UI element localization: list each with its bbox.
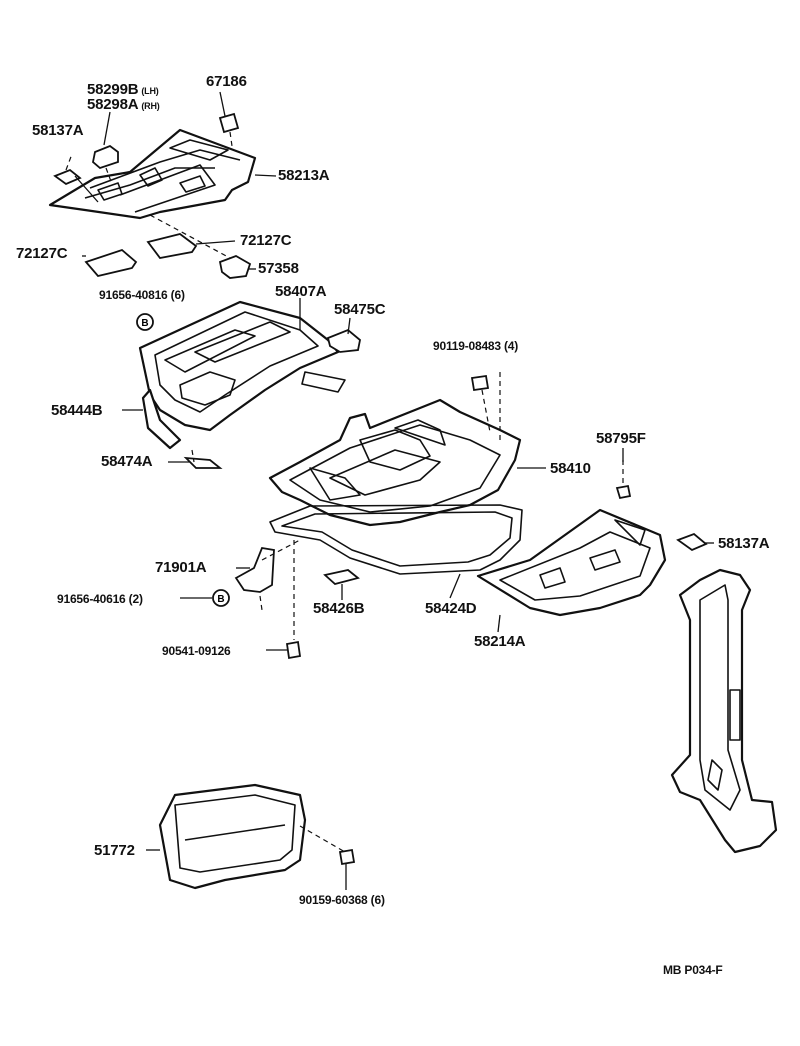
label-72127C-right: 72127C bbox=[240, 232, 292, 249]
label-58407A: 58407A bbox=[275, 283, 327, 300]
clip-67186 bbox=[218, 112, 240, 134]
bracket-71901A bbox=[234, 546, 275, 593]
pillar-right bbox=[670, 568, 778, 854]
bolt-90119-08483 bbox=[470, 374, 490, 392]
label-90541-09126: 90541-09126 bbox=[162, 644, 231, 658]
label-58214A: 58214A bbox=[474, 633, 526, 650]
label-58213A: 58213A bbox=[278, 167, 330, 184]
clip-58474A bbox=[183, 456, 223, 469]
nut-90541-09126 bbox=[285, 640, 302, 660]
bolt-mark-2: B bbox=[217, 594, 224, 605]
strip-58426B bbox=[323, 569, 360, 585]
frame-58407A bbox=[138, 300, 346, 432]
bolt-91656-40816 bbox=[136, 313, 154, 331]
label-91656-40816: 91656-40816 (6) bbox=[99, 288, 185, 302]
label-58299B: 58299B(LH) bbox=[87, 81, 159, 98]
label-58444B: 58444B bbox=[51, 402, 103, 419]
clip-57358 bbox=[218, 255, 252, 279]
pad-72127C-right bbox=[146, 233, 198, 259]
step-51772 bbox=[158, 783, 307, 890]
label-57358: 57358 bbox=[258, 260, 299, 277]
panel-58213A bbox=[48, 128, 257, 220]
pad-58137A-top bbox=[53, 168, 82, 186]
label-71901A: 71901A bbox=[155, 559, 207, 576]
clip-58299B bbox=[92, 144, 119, 170]
label-58410: 58410 bbox=[550, 460, 591, 477]
label-90159-60368: 90159-60368 (6) bbox=[299, 893, 385, 907]
label-72127C-left: 72127C bbox=[16, 245, 68, 262]
clip-58795F bbox=[615, 484, 632, 500]
label-67186: 67186 bbox=[206, 73, 247, 90]
pad-58137A-right bbox=[676, 532, 708, 552]
bracket-58444B bbox=[141, 388, 182, 450]
label-51772: 51772 bbox=[94, 842, 135, 859]
label-58137A-right: 58137A bbox=[718, 535, 770, 552]
label-90119-08483: 90119-08483 (4) bbox=[433, 339, 519, 353]
label-58298A: 58298A(RH) bbox=[87, 96, 160, 113]
label-58795F: 58795F bbox=[596, 430, 646, 447]
panel-58214A bbox=[476, 508, 667, 617]
bolt-mark-1: B bbox=[141, 318, 148, 329]
bolt-91656-40616 bbox=[212, 589, 230, 607]
pad-72127C-left bbox=[84, 248, 138, 278]
bracket-58475C bbox=[326, 328, 361, 353]
drawing-reference: MB P034-F bbox=[663, 963, 723, 977]
rail-58424D bbox=[269, 504, 523, 575]
label-58475C: 58475C bbox=[334, 301, 386, 318]
label-58474A: 58474A bbox=[101, 453, 153, 470]
label-58426B: 58426B bbox=[313, 600, 365, 617]
bolt-90159-60368 bbox=[338, 848, 356, 866]
label-91656-40616: 91656-40616 (2) bbox=[57, 592, 143, 606]
label-58137A-top: 58137A bbox=[32, 122, 84, 139]
label-58424D: 58424D bbox=[425, 600, 477, 617]
